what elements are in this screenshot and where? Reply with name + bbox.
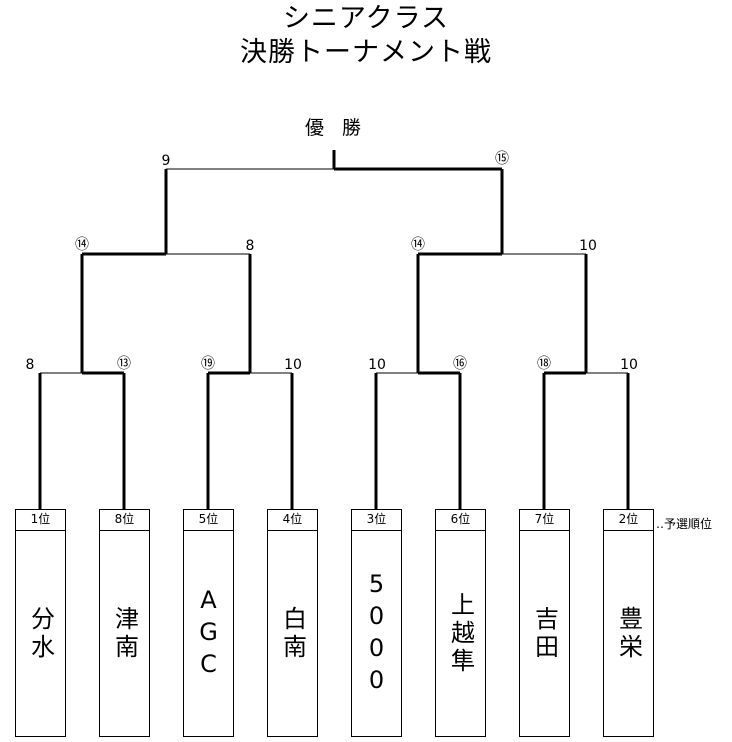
score-r2-4: 10	[579, 238, 597, 254]
title-line-1: シニアクラス	[282, 3, 450, 34]
rank-cell: 8位	[100, 510, 149, 531]
team-name: AGC	[194, 585, 223, 682]
score-r2-3: ⑭	[411, 237, 425, 253]
winner-label: 優 勝	[305, 117, 368, 139]
team-name: 上越隼	[446, 591, 475, 676]
rank-cell: 3位	[352, 510, 401, 531]
name-cell: 豊栄	[604, 531, 653, 736]
name-cell: 津南	[100, 531, 149, 736]
score-r1-3: ⑲	[201, 356, 215, 372]
score-r1-4: 10	[284, 357, 302, 373]
rank-cell: 2位	[604, 510, 653, 531]
score-r1-1: 8	[25, 357, 35, 373]
score-r1-7: ⑱	[537, 356, 551, 372]
rank-cell: 4位	[268, 510, 317, 531]
team-name: 豊栄	[614, 605, 643, 662]
team-box-2: 8位 津南	[99, 509, 150, 737]
name-cell: 吉田	[520, 531, 569, 736]
score-r2-1: ⑭	[75, 237, 89, 253]
rank-note: ‥予選順位	[656, 517, 713, 531]
title-line-2: 決勝トーナメント戦	[240, 37, 492, 68]
name-cell: 分水	[16, 531, 65, 736]
rank-cell: 7位	[520, 510, 569, 531]
team-box-5: 3位 5000	[351, 509, 402, 737]
score-final-right: ⑮	[495, 151, 509, 167]
team-name: 白南	[278, 605, 307, 662]
score-r1-8: 10	[620, 357, 638, 373]
team-box-8: 2位 豊栄	[603, 509, 654, 737]
team-name: 5000	[362, 569, 391, 698]
rank-cell: 1位	[16, 510, 65, 531]
rank-cell: 5位	[184, 510, 233, 531]
name-cell: 上越隼	[436, 531, 485, 736]
name-cell: 5000	[352, 531, 401, 736]
team-box-3: 5位 AGC	[183, 509, 234, 737]
name-cell: AGC	[184, 531, 233, 736]
team-name: 分水	[26, 605, 55, 662]
rank-cell: 6位	[436, 510, 485, 531]
score-r1-2: ⑬	[117, 356, 131, 372]
team-name: 吉田	[530, 605, 559, 662]
team-box-1: 1位 分水	[15, 509, 66, 737]
team-box-4: 4位 白南	[267, 509, 318, 737]
name-cell: 白南	[268, 531, 317, 736]
score-r1-6: ⑯	[453, 356, 467, 372]
score-r1-5: 10	[368, 357, 386, 373]
score-r2-2: 8	[245, 238, 255, 254]
team-box-6: 6位 上越隼	[435, 509, 486, 737]
team-name: 津南	[110, 605, 139, 662]
score-final-left: 9	[161, 153, 171, 169]
team-box-7: 7位 吉田	[519, 509, 570, 737]
